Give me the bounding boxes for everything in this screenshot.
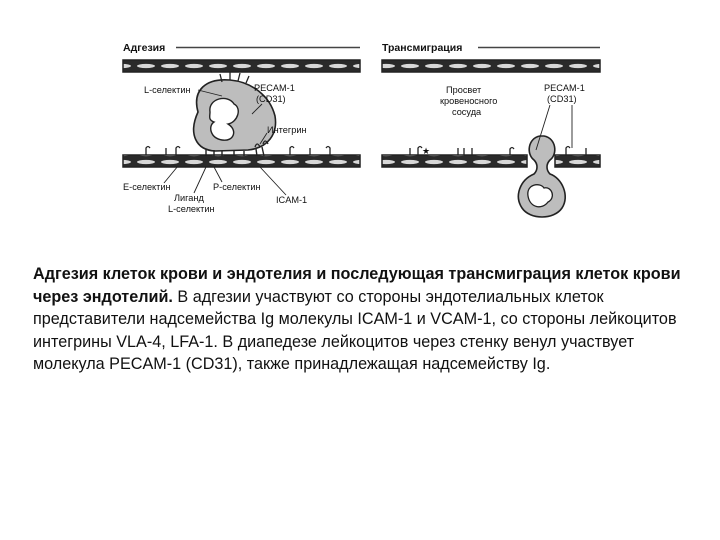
adhesion-transmigration-diagram: Адгезия Трансмиграция L-селектин PECAM-1… (122, 42, 601, 218)
right-bottom-endothelium-right (554, 154, 601, 168)
leader-p-selectin (213, 166, 223, 183)
label-lumen-2: кровеносного (440, 96, 497, 106)
leader-e-selectin (163, 165, 179, 184)
label-lumen-1: Просвет (446, 85, 482, 95)
adhesion-title: Адгезия (123, 42, 165, 54)
label-icam: ICAM-1 (276, 195, 307, 205)
leader-l-selectin (197, 89, 223, 97)
caption-body: В адгезии участвуют со стороны эндотелиа… (33, 287, 677, 374)
transmigrating-nucleus (527, 184, 554, 208)
base-adhesion-molecules (205, 146, 265, 157)
label-pecam-right-2: (CD31) (547, 94, 577, 104)
bottom-endothelium (122, 154, 361, 168)
left-labels: L-селектин PECAM-1 (CD31) Интегрин E-сел… (123, 83, 307, 214)
leader-integrin (259, 132, 268, 145)
leader-pecam-left (251, 103, 263, 115)
label-integrin: Интегрин (267, 125, 307, 135)
label-ligand-2: L-селектин (168, 204, 215, 214)
right-top-vessel-wall (381, 59, 601, 73)
caption-lead: Адгезия клеток крови и эндотелия и после… (33, 265, 681, 306)
right-labels: Просвет кровеносного сосуда PECAM-1 (CD3… (440, 83, 585, 151)
label-pecam-right-1: PECAM-1 (544, 83, 585, 93)
label-lumen-3: сосуда (452, 107, 482, 117)
leukocyte-nucleus (208, 97, 239, 141)
label-e-selectin: E-селектин (123, 182, 171, 192)
label-ligand-1: Лиганд (174, 193, 204, 203)
figure-caption: Адгезия клеток крови и эндотелия и после… (33, 263, 693, 376)
l-selectin-molecules (219, 72, 250, 84)
leader-pecam-right-a (535, 104, 551, 151)
adhering-leukocyte (192, 72, 277, 157)
transmigration-title: Трансмиграция (382, 42, 462, 54)
label-pecam-left-1: PECAM-1 (254, 83, 295, 93)
left-endothelial-receptors (145, 145, 331, 155)
left-endothelium (122, 59, 361, 168)
transmigrating-leukocyte (517, 135, 566, 218)
right-bottom-endothelium-left (381, 154, 528, 168)
top-vessel-wall (122, 59, 361, 73)
right-star-marker: ★ (422, 146, 430, 156)
label-l-selectin: L-селектин (144, 85, 191, 95)
label-pecam-left-2: (CD31) (256, 94, 286, 104)
leader-icam (259, 166, 287, 196)
label-p-selectin: P-селектин (213, 182, 261, 192)
right-endothelium (381, 59, 601, 168)
integrin-molecules (254, 140, 269, 148)
right-endothelial-receptors (409, 145, 587, 155)
leader-ligand (193, 166, 207, 194)
